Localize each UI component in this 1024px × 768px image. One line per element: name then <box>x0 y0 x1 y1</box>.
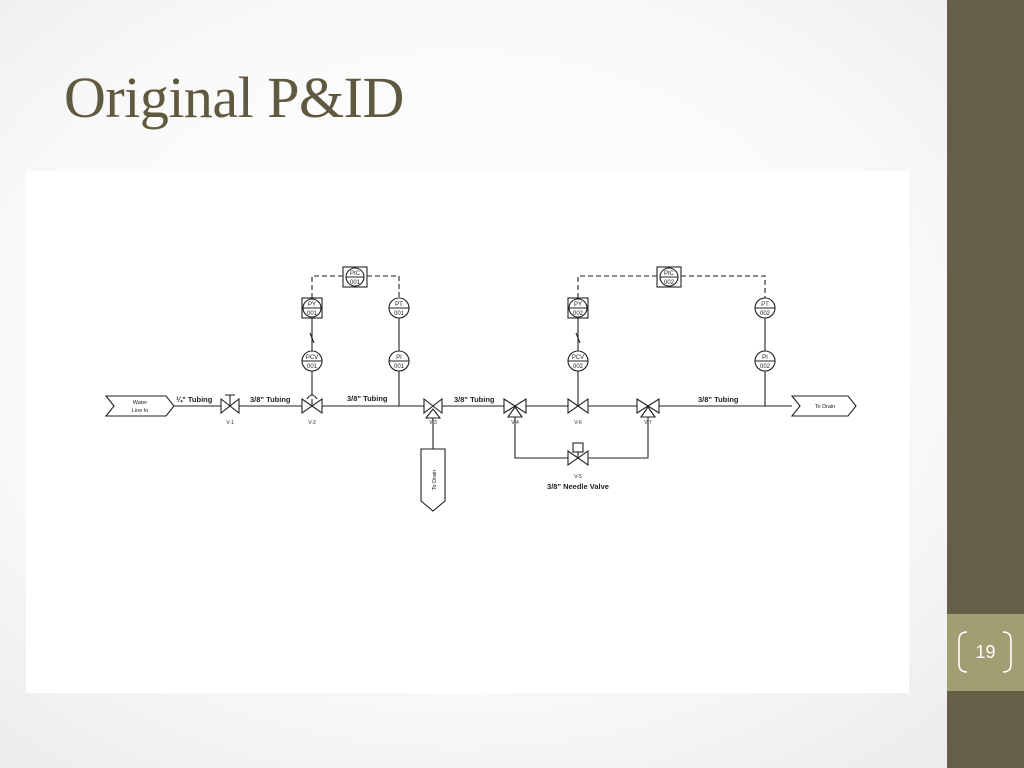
line-label-3: 3/8" Tubing <box>347 394 388 403</box>
loop1-pt-tag: PT <box>395 302 403 308</box>
page-number: 19 <box>975 642 996 662</box>
valve-label-v1: V-1 <box>226 420 234 426</box>
outlet-terminal <box>790 395 857 417</box>
valve-label-v4: V-4 <box>511 420 519 426</box>
loop1-py-num: 001 <box>307 311 318 317</box>
inlet-terminal <box>104 395 175 417</box>
loop1-signal-mark <box>309 332 315 344</box>
loop1-pcv-num: 001 <box>307 364 318 370</box>
page-number-box: 19 <box>947 614 1024 691</box>
loop1-pcv-tag: PCV <box>306 355 318 361</box>
valve-v1 <box>220 394 240 415</box>
bracket-frame-icon <box>958 631 1012 673</box>
pid-diagram-panel: Water Line In To Drain To Drain ¼" Tubin… <box>26 171 909 693</box>
loop2-pic-num: 002 <box>664 280 675 286</box>
loop2-pt-num: 002 <box>760 311 771 317</box>
loop2-instruments <box>567 266 776 406</box>
loop1-instruments <box>301 266 410 406</box>
valve-label-v6: V-6 <box>574 420 582 426</box>
loop2-signal-mark <box>575 332 581 344</box>
drain-label: To Drain <box>432 470 438 490</box>
loop1-py-tag: PY <box>308 302 316 308</box>
loop1-pic-num: 001 <box>350 280 361 286</box>
valve-v6-pcv <box>567 371 589 415</box>
valve-v2-pcv <box>301 371 323 415</box>
drain-terminal <box>420 448 446 512</box>
outlet-label: To Drain <box>815 404 835 410</box>
loop2-pcv-num: 002 <box>573 364 584 370</box>
bypass-line-right <box>588 414 649 459</box>
valve-label-v7: V-7 <box>644 420 652 426</box>
loop2-signal-left <box>577 275 657 298</box>
line-label-4: 3/8" Tubing <box>454 395 495 404</box>
bypass-line-left <box>514 414 568 459</box>
loop1-signal-right <box>367 275 400 298</box>
loop1-pic-tag: PIC <box>350 271 361 277</box>
line-label-2: 3/8" Tubing <box>250 395 291 404</box>
loop1-pt-num: 001 <box>394 311 405 317</box>
slide-title: Original P&ID <box>64 65 404 130</box>
loop2-signal-right <box>681 275 766 298</box>
needle-valve-label: 3/8" Needle Valve <box>547 482 609 491</box>
loop2-pi-num: 002 <box>760 364 771 370</box>
valve-label-v3: V-3 <box>429 420 437 426</box>
loop2-pt-tag: PT <box>761 302 769 308</box>
loop2-pi-tag: PI <box>762 355 768 361</box>
valve-v4-three-way <box>503 397 527 418</box>
loop2-pic-tag: PIC <box>664 271 675 277</box>
valve-v5-needle <box>567 442 589 467</box>
loop1-pi-num: 001 <box>394 364 405 370</box>
loop2-py-tag: PY <box>574 302 582 308</box>
pid-diagram: Water Line In To Drain To Drain ¼" Tubin… <box>104 266 857 512</box>
inlet-label-line1: Water <box>133 400 148 406</box>
loop1-signal-left <box>311 275 343 298</box>
valve-v7-three-way <box>636 397 660 418</box>
loop2-pcv-tag: PCV <box>572 355 584 361</box>
line-label-5: 3/8" Tubing <box>698 395 739 404</box>
valve-label-v2: V-2 <box>308 420 316 426</box>
inlet-label-line2: Line In <box>132 408 149 414</box>
line-label-1: ¼" Tubing <box>176 395 213 404</box>
loop2-py-num: 002 <box>573 311 584 317</box>
loop1-pi-tag: PI <box>396 355 402 361</box>
valve-label-v5: V-5 <box>574 474 582 480</box>
valve-v3-three-way <box>423 397 443 419</box>
